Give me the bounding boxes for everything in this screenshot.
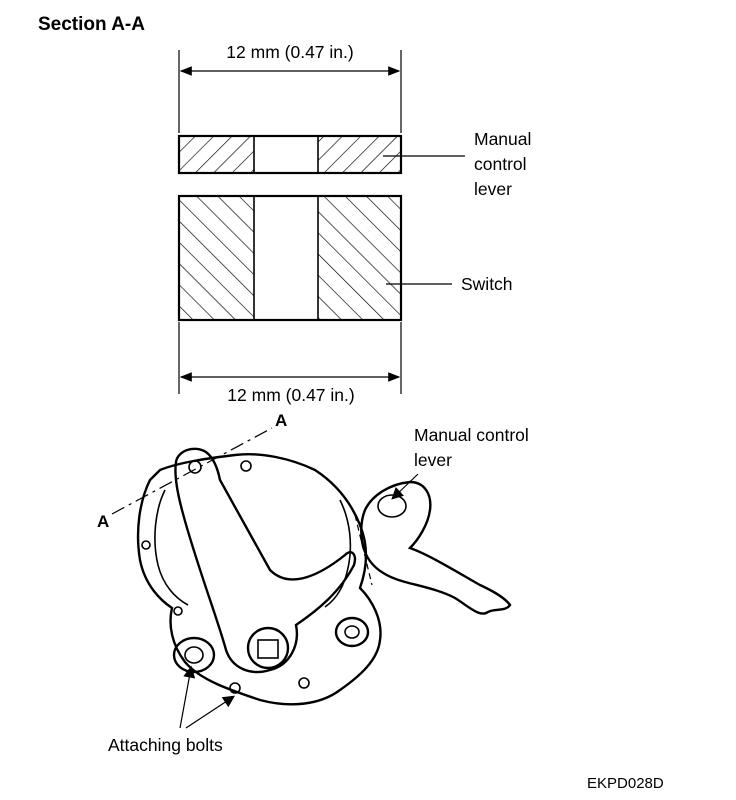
section-marker-top: A xyxy=(275,411,287,430)
label-manual-control-lever-section: Manual control lever xyxy=(474,129,536,199)
section-title: Section A-A xyxy=(38,14,145,35)
switch-section xyxy=(177,194,403,322)
label-manual-line-1: Manual xyxy=(474,129,531,149)
figure-code: EKPD028D xyxy=(587,775,664,792)
label-switch: Switch xyxy=(461,274,513,294)
label-manual-line-2: control xyxy=(474,154,527,174)
label-manual-line-3: lever xyxy=(474,179,512,199)
dimension-bottom-label: 12 mm (0.47 in.) xyxy=(227,385,354,405)
cutting-plane-line xyxy=(111,427,273,515)
switch-assembly xyxy=(136,447,512,706)
label-attaching-bolts: Attaching bolts xyxy=(108,735,223,755)
dimension-bottom: 12 mm (0.47 in.) xyxy=(178,322,402,407)
dimension-top: 12 mm (0.47 in.) xyxy=(178,40,402,133)
lever-section xyxy=(177,134,403,175)
label-assembly-line-2: lever xyxy=(414,450,452,470)
label-manual-control-lever-assembly: Manual control lever xyxy=(414,425,534,470)
section-marker-left: A xyxy=(97,512,109,531)
dimension-top-label: 12 mm (0.47 in.) xyxy=(226,42,353,62)
label-assembly-line-1: Manual control xyxy=(414,425,529,445)
